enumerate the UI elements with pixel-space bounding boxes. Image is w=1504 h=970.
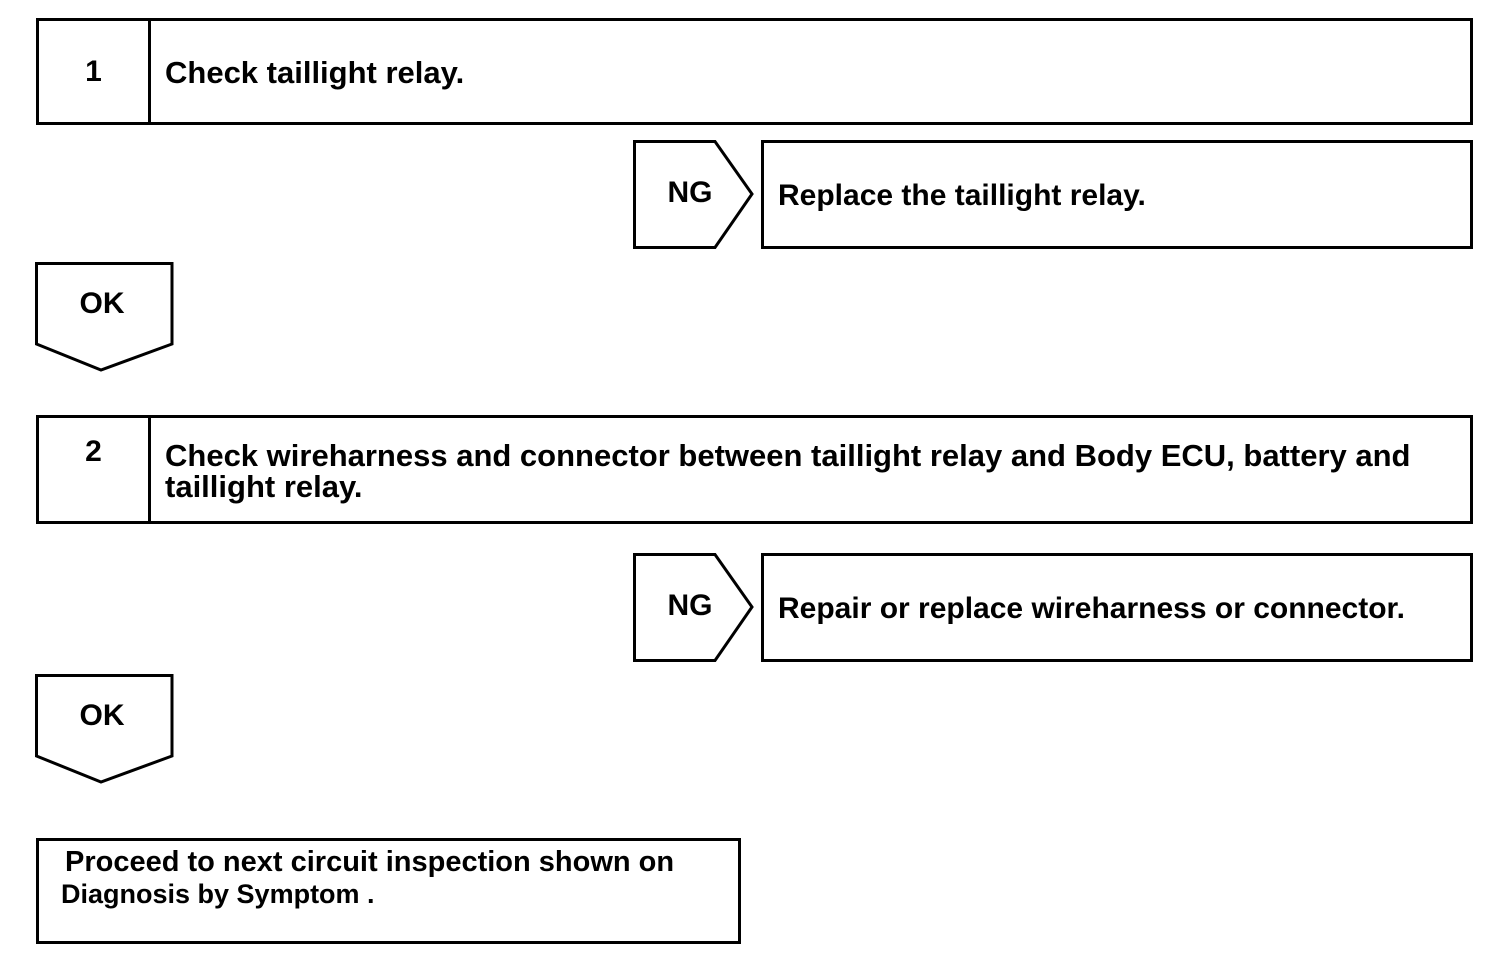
step-1-box: 1 Check taillight relay. (36, 18, 1473, 125)
ok-arrow-2 (35, 674, 174, 784)
ng-tag-2 (633, 553, 754, 662)
final-step-box: Proceed to next circuit inspection shown… (36, 838, 741, 944)
ng-label-1: NG (667, 176, 713, 209)
step-2-box: 2 Check wireharness and connector betwee… (36, 415, 1473, 524)
final-step-text: Proceed to next circuit inspection shown… (61, 846, 718, 910)
ng-label-2: NG (667, 589, 713, 622)
ok-label-1: OK (79, 287, 125, 320)
step-2-text: Check wireharness and connector between … (165, 438, 1411, 504)
final-line-1: Proceed to next circuit inspection shown… (65, 846, 675, 878)
ok-label-2: OK (79, 699, 125, 732)
step-1-text: Check taillight relay. (165, 55, 465, 90)
ok-arrow-1 (35, 262, 174, 372)
step-2-number: 2 (39, 418, 151, 521)
ng-action-1-box: Replace the taillight relay. (761, 140, 1473, 249)
ng-action-2-text: Repair or replace wireharness or connect… (778, 592, 1405, 625)
step-1-number: 1 (39, 21, 151, 122)
ng-action-1-text: Replace the taillight relay. (778, 179, 1146, 212)
ng-action-2-box: Repair or replace wireharness or connect… (761, 553, 1473, 662)
final-line-2: Diagnosis by Symptom . (61, 879, 375, 909)
ng-tag-1 (633, 140, 754, 249)
